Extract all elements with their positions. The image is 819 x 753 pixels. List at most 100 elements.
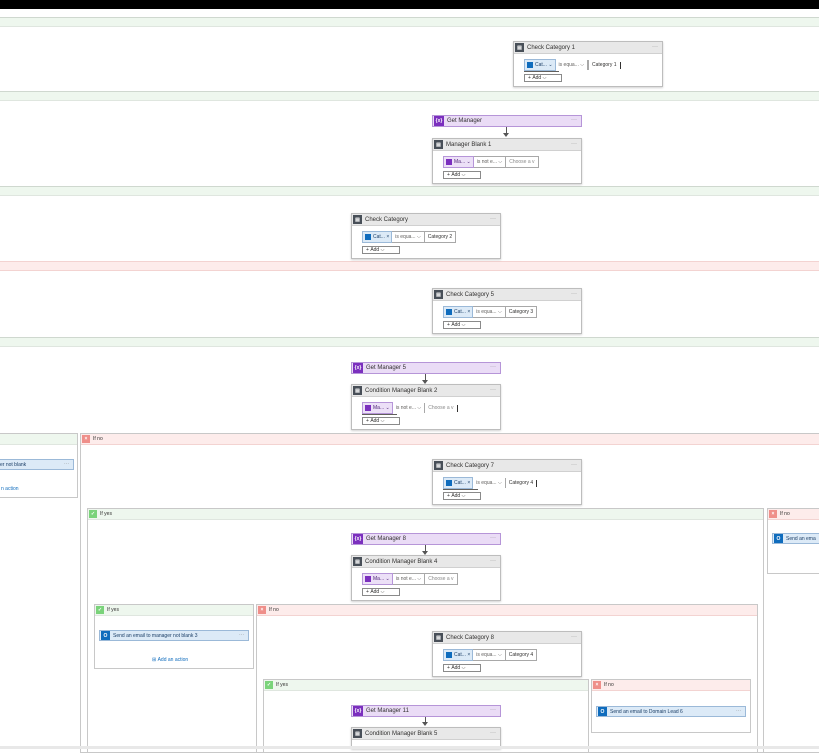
add-action-link[interactable]: n action — [1, 486, 19, 492]
connector-arrow-icon — [422, 551, 428, 555]
more-options-icon[interactable]: ··· — [571, 462, 577, 468]
more-options-icon[interactable]: ··· — [239, 632, 244, 638]
condition-card-manager-blank-2[interactable]: ▤Condition Manager Blank 2··· Ma... ⌄ is… — [351, 384, 501, 430]
more-options-icon[interactable]: ··· — [64, 461, 69, 467]
email-action-manager-not-blank[interactable]: er not blank··· — [0, 459, 74, 470]
close-icon: × — [258, 606, 266, 614]
variable-card-get-manager-11[interactable]: {x}Get Manager 11··· — [351, 705, 501, 717]
add-button[interactable]: + Add ⌵ — [443, 664, 481, 672]
variable-card-get-manager-8[interactable]: {x}Get Manager 8··· — [351, 533, 501, 545]
variable-icon: {x} — [353, 534, 363, 544]
add-action-link[interactable]: ⊞ Add an action — [152, 657, 189, 663]
value-input[interactable]: Choose a v — [425, 573, 458, 585]
more-options-icon[interactable]: ··· — [652, 44, 658, 50]
dynamic-token[interactable]: Cat... ⌄ — [524, 59, 556, 71]
condition-card-manager-blank-5[interactable]: ▤Condition Manager Blank 5··· — [351, 727, 501, 749]
more-options-icon[interactable]: ··· — [490, 387, 496, 393]
close-icon: × — [82, 435, 90, 443]
outlook-icon — [446, 309, 452, 315]
condition-card-check-category-7[interactable]: ▤Check Category 7··· Cat... × is equa...… — [432, 459, 582, 505]
outlook-icon — [446, 480, 452, 486]
text-cursor — [619, 61, 621, 69]
text-cursor — [456, 404, 458, 412]
add-button[interactable]: + Add ⌵ — [362, 246, 400, 254]
variable-icon: {x} — [353, 706, 363, 716]
check-icon: ✓ — [89, 510, 97, 518]
dynamic-token[interactable]: Ma... ⌄ — [443, 156, 474, 168]
add-button[interactable]: + Add ⌵ — [362, 588, 400, 596]
dynamic-token[interactable]: Ma... ⌄ — [362, 402, 393, 414]
more-options-icon[interactable]: ··· — [490, 364, 496, 370]
more-options-icon[interactable]: ··· — [490, 558, 496, 564]
close-icon: × — [593, 681, 601, 689]
outlook-icon — [365, 234, 371, 240]
input-underline — [362, 414, 397, 415]
variable-icon — [446, 159, 452, 165]
variable-icon: {x} — [434, 116, 444, 126]
value-input[interactable]: Category 4 — [504, 478, 541, 488]
dynamic-token[interactable]: Cat... × — [443, 477, 474, 489]
operator-select[interactable]: is equa... ⌵ — [473, 478, 505, 488]
more-options-icon[interactable]: ··· — [571, 117, 577, 123]
operator-select[interactable]: is equa... ⌵ — [473, 649, 506, 661]
outlook-icon — [446, 652, 452, 658]
value-input[interactable]: Choose a v — [506, 156, 539, 168]
more-options-icon[interactable]: ··· — [571, 634, 577, 640]
operator-select[interactable]: is equa... ⌵ — [392, 231, 425, 243]
more-options-icon[interactable]: ··· — [490, 707, 496, 713]
add-button[interactable]: + Add ⌵ — [443, 492, 481, 500]
condition-card-check-category-5[interactable]: ▤Check Category 5··· Cat... × is equa...… — [432, 288, 582, 334]
check-icon: ✓ — [96, 606, 104, 614]
connector-line — [506, 127, 507, 134]
operator-select[interactable]: is not e... ⌵ — [392, 403, 425, 413]
more-options-icon[interactable]: ··· — [490, 730, 496, 736]
branch-band-yes — [0, 186, 819, 196]
variable-card-get-manager-5[interactable]: {x}Get Manager 5··· — [351, 362, 501, 374]
dynamic-token[interactable]: Cat... × — [443, 649, 474, 661]
condition-card-check-category[interactable]: ▤Check Category··· Cat... × is equa... ⌵… — [351, 213, 501, 259]
value-input[interactable]: Category 1 — [588, 60, 624, 70]
outlook-icon: O — [774, 534, 783, 543]
branch-if-yes-left: er not blank··· n action — [0, 433, 78, 498]
variable-card-get-manager[interactable]: {x}Get Manager··· — [432, 115, 582, 127]
operator-select[interactable]: is equa... ⌵ — [555, 60, 589, 70]
condition-card-check-category-8[interactable]: ▤Check Category 8··· Cat... × is equa...… — [432, 631, 582, 677]
outlook-icon: O — [101, 631, 110, 640]
condition-card-manager-blank-4[interactable]: ▤Condition Manager Blank 4··· Ma... ⌄ is… — [351, 555, 501, 601]
branch-header: ✓If yes — [95, 605, 253, 616]
condition-card-check-category-1[interactable]: ▤Check Category 1··· Cat... ⌄ is equa...… — [513, 41, 663, 87]
more-options-icon[interactable]: ··· — [490, 216, 496, 222]
add-button[interactable]: + Add ⌵ — [443, 321, 481, 329]
dynamic-token[interactable]: Ma... ⌄ — [362, 573, 393, 585]
dynamic-token[interactable]: Cat... × — [443, 306, 474, 318]
horizontal-scrollbar[interactable] — [0, 746, 819, 749]
operator-select[interactable]: is not e... ⌵ — [473, 156, 507, 168]
more-options-icon[interactable]: ··· — [571, 291, 577, 297]
add-button[interactable]: + Add ⌵ — [524, 74, 562, 82]
condition-icon: ▤ — [515, 43, 524, 52]
value-input[interactable]: Category 4 — [505, 649, 538, 661]
more-options-icon[interactable]: ··· — [490, 535, 496, 541]
value-input[interactable]: Category 2 — [424, 231, 457, 243]
variable-icon — [365, 405, 371, 411]
more-options-icon[interactable]: ··· — [736, 708, 741, 714]
condition-card-manager-blank-1[interactable]: ▤Manager Blank 1··· Ma... ⌄ is not e... … — [432, 138, 582, 184]
operator-select[interactable]: is equa... ⌵ — [473, 306, 506, 318]
operator-select[interactable]: is not e... ⌵ — [392, 573, 426, 585]
value-input[interactable]: Category 3 — [505, 306, 538, 318]
condition-icon: ▤ — [434, 461, 443, 470]
add-button[interactable]: + Add ⌵ — [362, 417, 400, 425]
dynamic-token[interactable]: Cat... × — [362, 231, 393, 243]
connector-line — [425, 717, 426, 724]
value-input[interactable]: Choose a v — [424, 403, 461, 413]
more-options-icon[interactable]: ··· — [571, 141, 577, 147]
variable-icon — [365, 576, 371, 582]
branch-header — [0, 434, 77, 445]
text-cursor — [536, 479, 538, 487]
add-button[interactable]: + Add ⌵ — [443, 171, 481, 179]
